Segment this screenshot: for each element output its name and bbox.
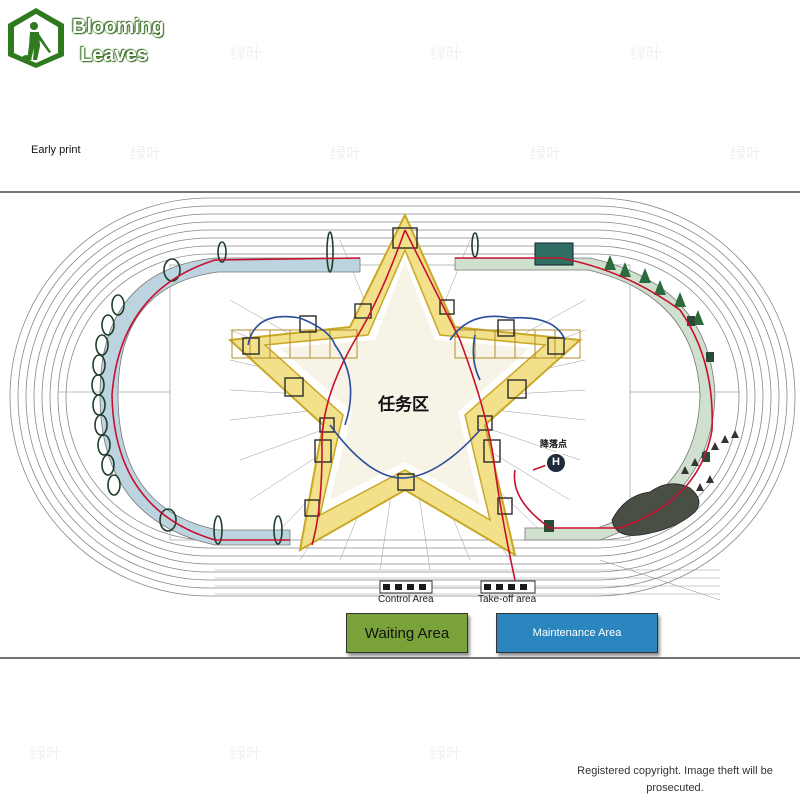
logo-text-line-1: Blooming xyxy=(72,16,165,38)
waiting-area-label: Waiting Area xyxy=(364,624,450,642)
maintenance-area-button[interactable]: Maintenance Area xyxy=(496,613,658,653)
star-structure xyxy=(227,212,583,558)
watermark: 绿叶 xyxy=(430,46,463,63)
copyright-notice: Registered copyright. Image theft will b… xyxy=(577,765,773,794)
watermark: 绿叶 xyxy=(330,146,363,163)
watermark: 绿叶 xyxy=(30,746,63,763)
watermark: 绿叶 xyxy=(630,46,663,63)
takeoff-area-blocks xyxy=(480,580,536,594)
tree-icons xyxy=(604,255,704,325)
logo-text-line-2: Leaves xyxy=(80,44,148,66)
red-flight-route xyxy=(111,229,714,581)
maintenance-area-label: Maintenance Area xyxy=(532,627,622,639)
watermark: 绿叶 xyxy=(530,146,563,163)
left-corridor-hoops xyxy=(91,231,479,545)
watermark: 绿叶 xyxy=(130,146,163,163)
control-area-label: Control Area xyxy=(378,594,434,605)
takeoff-area-label: Take-off area xyxy=(478,594,537,605)
track-straight-lines xyxy=(215,559,721,601)
mission-area-label: 任务区 xyxy=(378,395,429,414)
right-corridor xyxy=(454,257,716,541)
helipad-icon xyxy=(545,452,567,474)
container-obstacle xyxy=(534,242,574,266)
watermark: 绿叶 xyxy=(430,746,463,763)
watermark: 绿叶 xyxy=(230,46,263,63)
blue-flight-route xyxy=(247,315,566,479)
landing-point-label: 降落点 xyxy=(540,439,568,449)
waiting-area-button[interactable]: Waiting Area xyxy=(346,613,468,653)
site-plan-diagram xyxy=(0,191,800,659)
gardener-silhouette-icon xyxy=(8,8,64,68)
left-corridor xyxy=(99,257,361,546)
star-gates xyxy=(242,227,565,517)
watermark: 绿叶 xyxy=(230,746,263,763)
watermark: 绿叶 xyxy=(730,146,763,163)
control-area-blocks xyxy=(379,580,433,594)
helipad-letter: H xyxy=(552,456,560,468)
right-corridor-gates xyxy=(544,316,714,532)
brand-logo: Blooming Leaves xyxy=(6,6,164,70)
early-print-label: Early print xyxy=(31,144,81,156)
small-tree-icons xyxy=(681,430,739,491)
